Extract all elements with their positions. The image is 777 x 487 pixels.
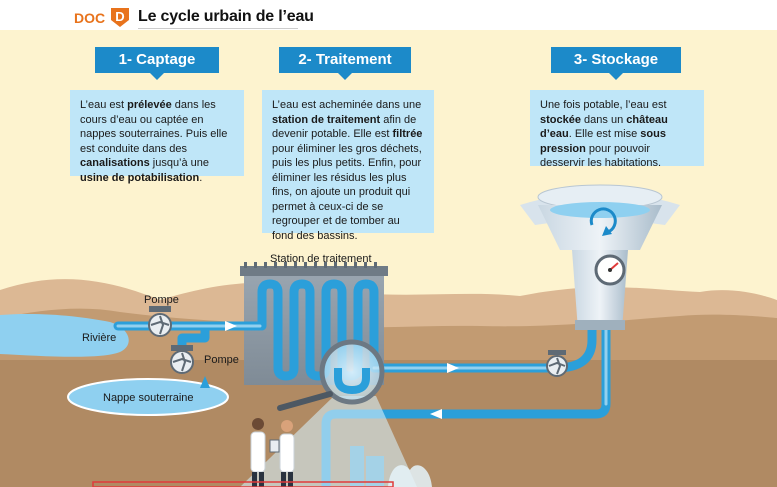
label-aquifer: Nappe souterraine (103, 392, 194, 404)
text-segment: L’eau est (80, 99, 128, 111)
text-segment: station de traitement (272, 113, 381, 126)
doc-letter: D (115, 9, 124, 24)
label-pump-bottom: Pompe (204, 354, 239, 366)
doc-badge-icon: D (111, 8, 129, 27)
text-segment: stockée (540, 113, 581, 126)
text-segment: . Elle est mise (568, 128, 641, 141)
document-title: Le cycle urbain de l’eau (138, 8, 314, 25)
document-header (0, 0, 777, 30)
label-river: Rivière (82, 332, 117, 344)
text-segment: sous pression (540, 128, 666, 155)
pump-bottom-illustration (170, 345, 194, 374)
label-pump-top: Pompe (144, 294, 179, 306)
text-box-stockage: Une fois potable, l’eau est stockée dans… (530, 90, 704, 169)
step-header-captage: 1- Captage (95, 47, 219, 80)
arrow-right-1 (225, 321, 237, 331)
text-segment: château d’eau (540, 113, 668, 141)
aquifer (68, 379, 228, 415)
text-segment: dans les cours d’eau ou captée en nappes… (80, 99, 228, 155)
text-segment: filtrée (392, 128, 423, 141)
arrow-up-1 (200, 376, 210, 388)
text-segment: dans un (580, 113, 627, 126)
title-underline (138, 28, 298, 29)
step-header-stockage: 3- Stockage (551, 47, 681, 80)
text-box-captage: L’eau est prélevée dans les cours d’eau … (70, 90, 244, 184)
text-segment: afin de devenir potable. Elle est (272, 113, 417, 141)
step-header-traitement: 2- Traitement (279, 47, 411, 80)
bottom-red-frame (92, 481, 394, 487)
text-segment: pour éliminer les gros déchets, puis les… (272, 142, 422, 242)
text-box-traitement: L’eau est acheminée dans une station de … (262, 90, 434, 242)
arrow-right-2 (447, 363, 459, 373)
text-segment: jusqu’à une (149, 157, 210, 170)
arrow-left-1 (430, 409, 442, 419)
city-silhouette (350, 446, 432, 487)
text-segment: usine de potabilisation (80, 171, 200, 184)
pump-tower-illustration (546, 350, 568, 377)
label-station: Station de traitement (270, 253, 372, 265)
text-segment: canalisations (80, 157, 150, 170)
text-segment: prélevée (127, 99, 172, 111)
text-segment: pour pouvoir desservir les habitations. (540, 142, 662, 170)
text-segment: L’eau est acheminée dans une (272, 99, 422, 111)
text-segment: Une fois potable, l’eau est (540, 99, 667, 111)
river (0, 313, 129, 357)
text-segment: . (199, 171, 203, 184)
flow-arrows (200, 321, 459, 419)
pump-top-illustration (148, 306, 172, 337)
doc-label: DOC (74, 10, 106, 26)
scientists-illustration (250, 418, 295, 487)
water-tower-illustration (520, 184, 680, 330)
